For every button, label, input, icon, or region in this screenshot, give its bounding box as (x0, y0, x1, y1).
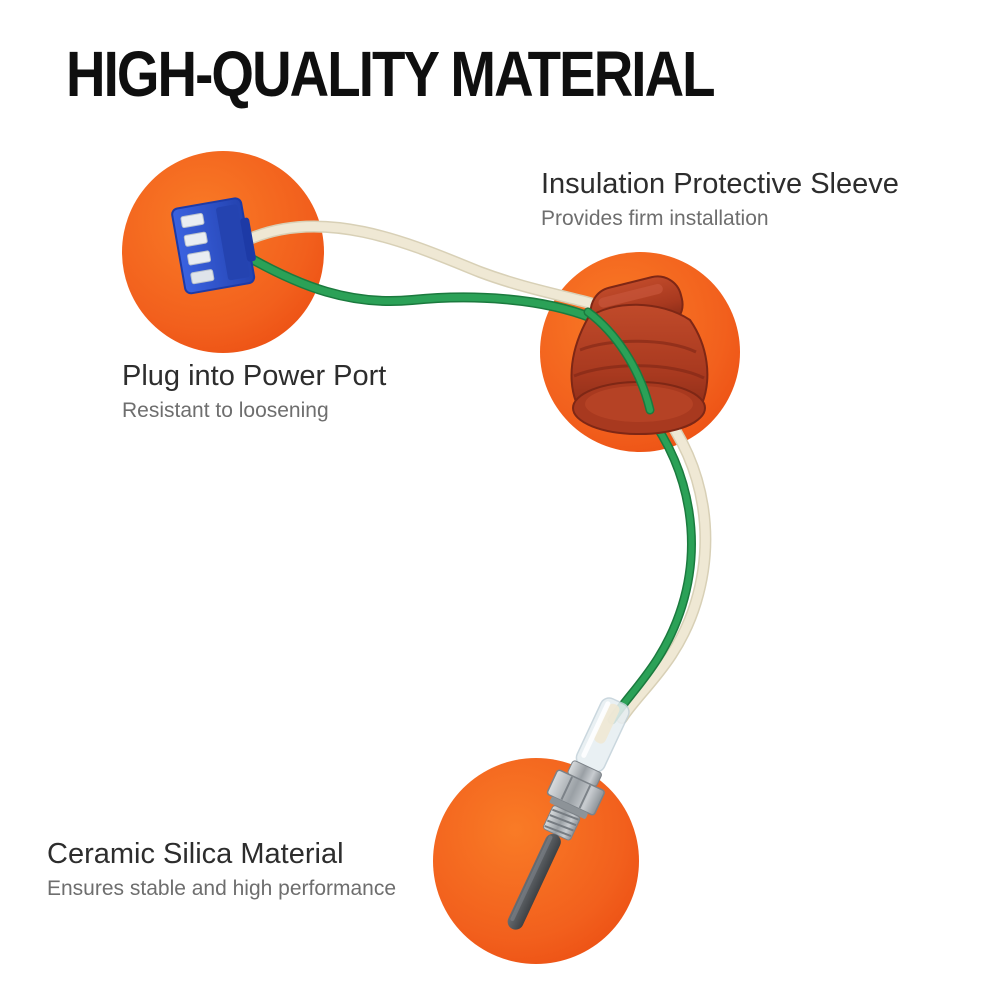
callout-sleeve-sublabel: Provides firm installation (541, 207, 769, 231)
callout-ceramic-label: Ceramic Silica Material (47, 838, 344, 870)
glow-plug-icon (507, 697, 630, 930)
callout-power-label: Plug into Power Port (122, 360, 387, 392)
callout-sleeve-label: Insulation Protective Sleeve (541, 168, 899, 200)
wire-harness-icon (245, 220, 597, 323)
callout-power-port: Plug into Power Port Resistant to loosen… (122, 360, 386, 423)
callout-insulation-sleeve: Insulation Protective Sleeve Provides fi… (541, 168, 899, 231)
page-title: HIGH-QUALITY MATERIAL (66, 39, 716, 111)
callout-power-sublabel: Resistant to loosening (122, 399, 329, 423)
wire-harness-lower-icon (607, 402, 712, 725)
callout-ceramic-material: Ceramic Silica Material Ensures stable a… (47, 838, 396, 901)
power-connector-icon (171, 197, 256, 295)
callout-ceramic-sublabel: Ensures stable and high performance (47, 877, 397, 901)
insulation-sleeve-icon (570, 275, 709, 435)
